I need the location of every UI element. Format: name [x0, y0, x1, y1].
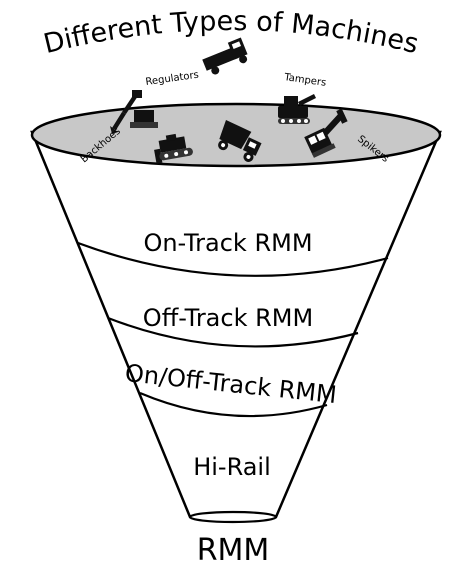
funnel-divider-2 [107, 316, 359, 348]
spiker-icon [304, 108, 348, 158]
bulldozer-icon [154, 133, 193, 164]
regulator-icon [202, 37, 248, 75]
backhoe-icon [110, 90, 158, 134]
machine-label-tampers: Tampers [283, 72, 327, 89]
dump-truck-icon [218, 120, 262, 162]
layer-label-on-track: On-Track RMM [143, 229, 312, 257]
funnel-bottom-opening [188, 510, 278, 524]
funnel-divider-3 [139, 391, 328, 418]
layer-label-hi-rail: Hi-Rail [193, 453, 271, 481]
layer-label-off-track: Off-Track RMM [143, 304, 313, 332]
tamper-icon [278, 94, 316, 124]
bottom-label-rmm: RMM [197, 533, 270, 568]
machine-label-regulators: Regulators [145, 70, 200, 88]
funnel-divider-1 [77, 241, 389, 277]
